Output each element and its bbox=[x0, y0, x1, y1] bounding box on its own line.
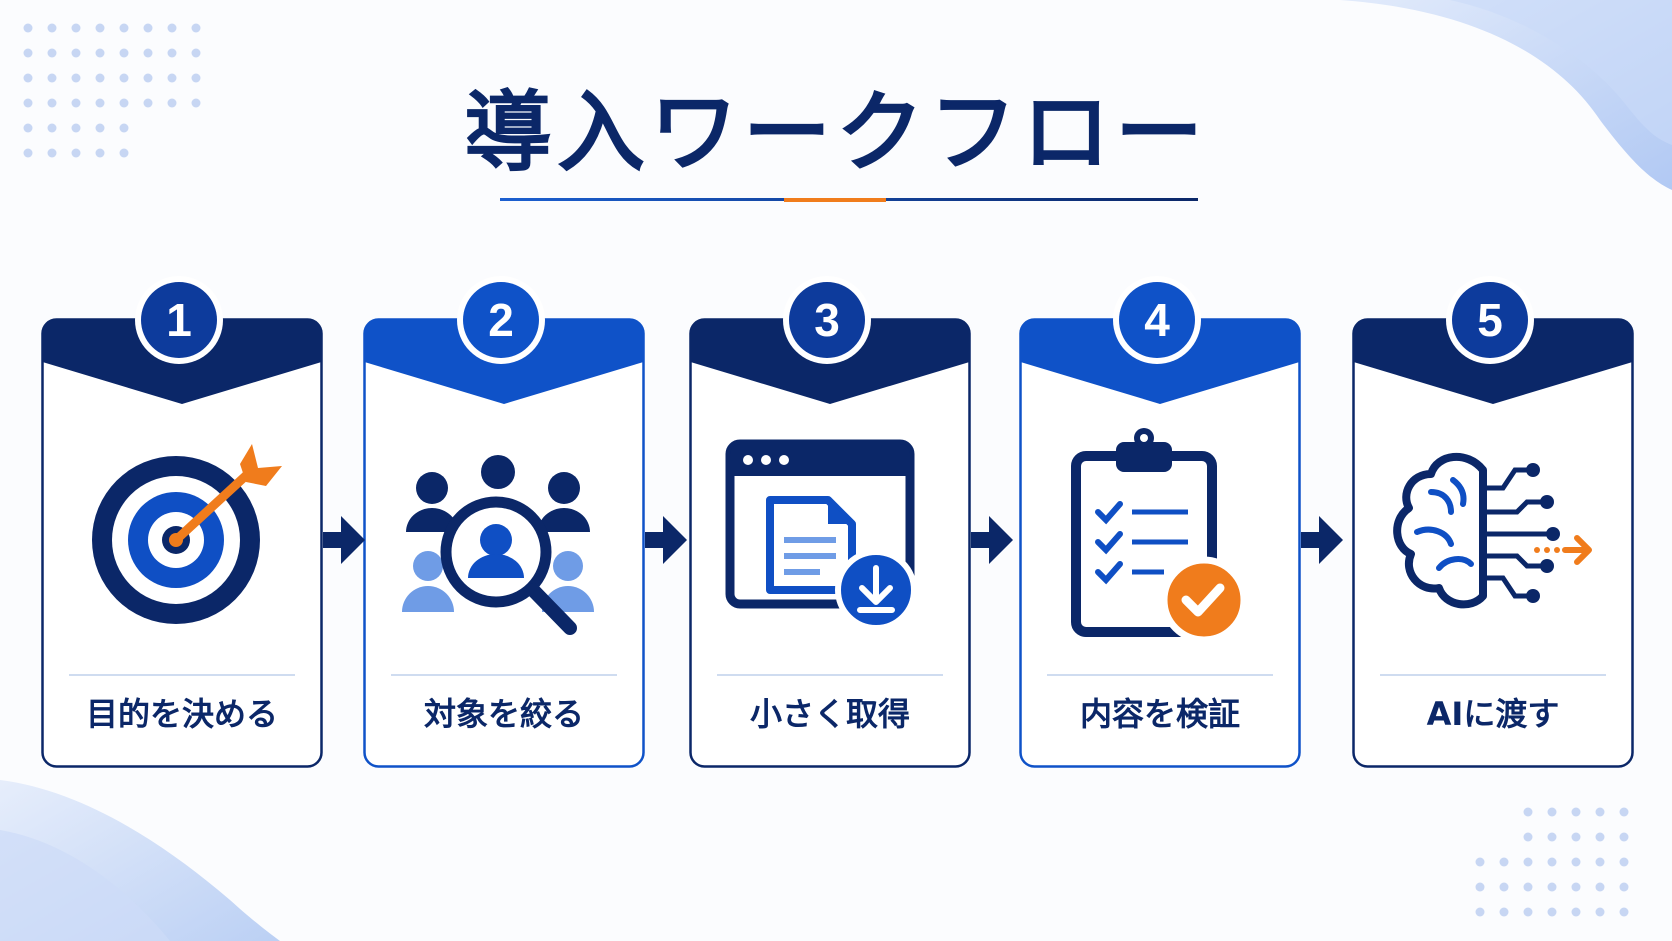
step-label: 小さく取得 bbox=[749, 695, 910, 733]
step-number-badge: 5 bbox=[1446, 276, 1534, 364]
ai-brain-icon bbox=[1393, 452, 1592, 609]
clipboard-check-icon bbox=[1071, 428, 1248, 640]
page-title: 導入ワークフロー bbox=[463, 81, 1208, 184]
step-divider bbox=[69, 674, 295, 676]
step-divider bbox=[717, 674, 943, 676]
step-label: 目的を決める bbox=[85, 695, 278, 733]
flow-arrow-icon bbox=[645, 516, 687, 564]
step-label: 対象を絞る bbox=[423, 695, 584, 733]
step-card-frame bbox=[1352, 318, 1634, 768]
step-number-badge: 2 bbox=[457, 276, 545, 364]
title-area: 導入ワークフロー bbox=[0, 78, 1672, 188]
target-icon bbox=[92, 444, 282, 624]
step-card-3: 3 小さく取得 bbox=[689, 276, 971, 768]
document-download-icon bbox=[725, 439, 917, 631]
flow-arrow-icon bbox=[323, 516, 365, 564]
step-label: 内容を検証 bbox=[1079, 695, 1240, 733]
step-divider bbox=[1380, 674, 1606, 676]
step-card-5: 5 AIに渡す bbox=[1352, 276, 1634, 768]
title-underline-accent bbox=[784, 198, 886, 202]
step-number-badge: 1 bbox=[135, 276, 223, 364]
step-number: 3 bbox=[789, 282, 865, 358]
step-card-1: 1 目的を決める bbox=[41, 276, 323, 768]
flow-arrow-icon bbox=[971, 516, 1013, 564]
step-number: 2 bbox=[463, 282, 539, 358]
step-divider bbox=[391, 674, 617, 676]
step-number: 4 bbox=[1119, 282, 1195, 358]
people-search-icon bbox=[402, 455, 594, 635]
flow-arrow-icon bbox=[1301, 516, 1343, 564]
step-card-4: 4 内容を検証 bbox=[1019, 276, 1301, 768]
step-label: AIに渡す bbox=[1426, 695, 1560, 733]
step-number: 1 bbox=[141, 282, 217, 358]
step-number-badge: 3 bbox=[783, 276, 871, 364]
title-underline bbox=[500, 198, 1198, 202]
step-number: 5 bbox=[1452, 282, 1528, 358]
step-number-badge: 4 bbox=[1113, 276, 1201, 364]
step-card-2: 2 対象を絞る bbox=[363, 276, 645, 768]
step-divider bbox=[1047, 674, 1273, 676]
